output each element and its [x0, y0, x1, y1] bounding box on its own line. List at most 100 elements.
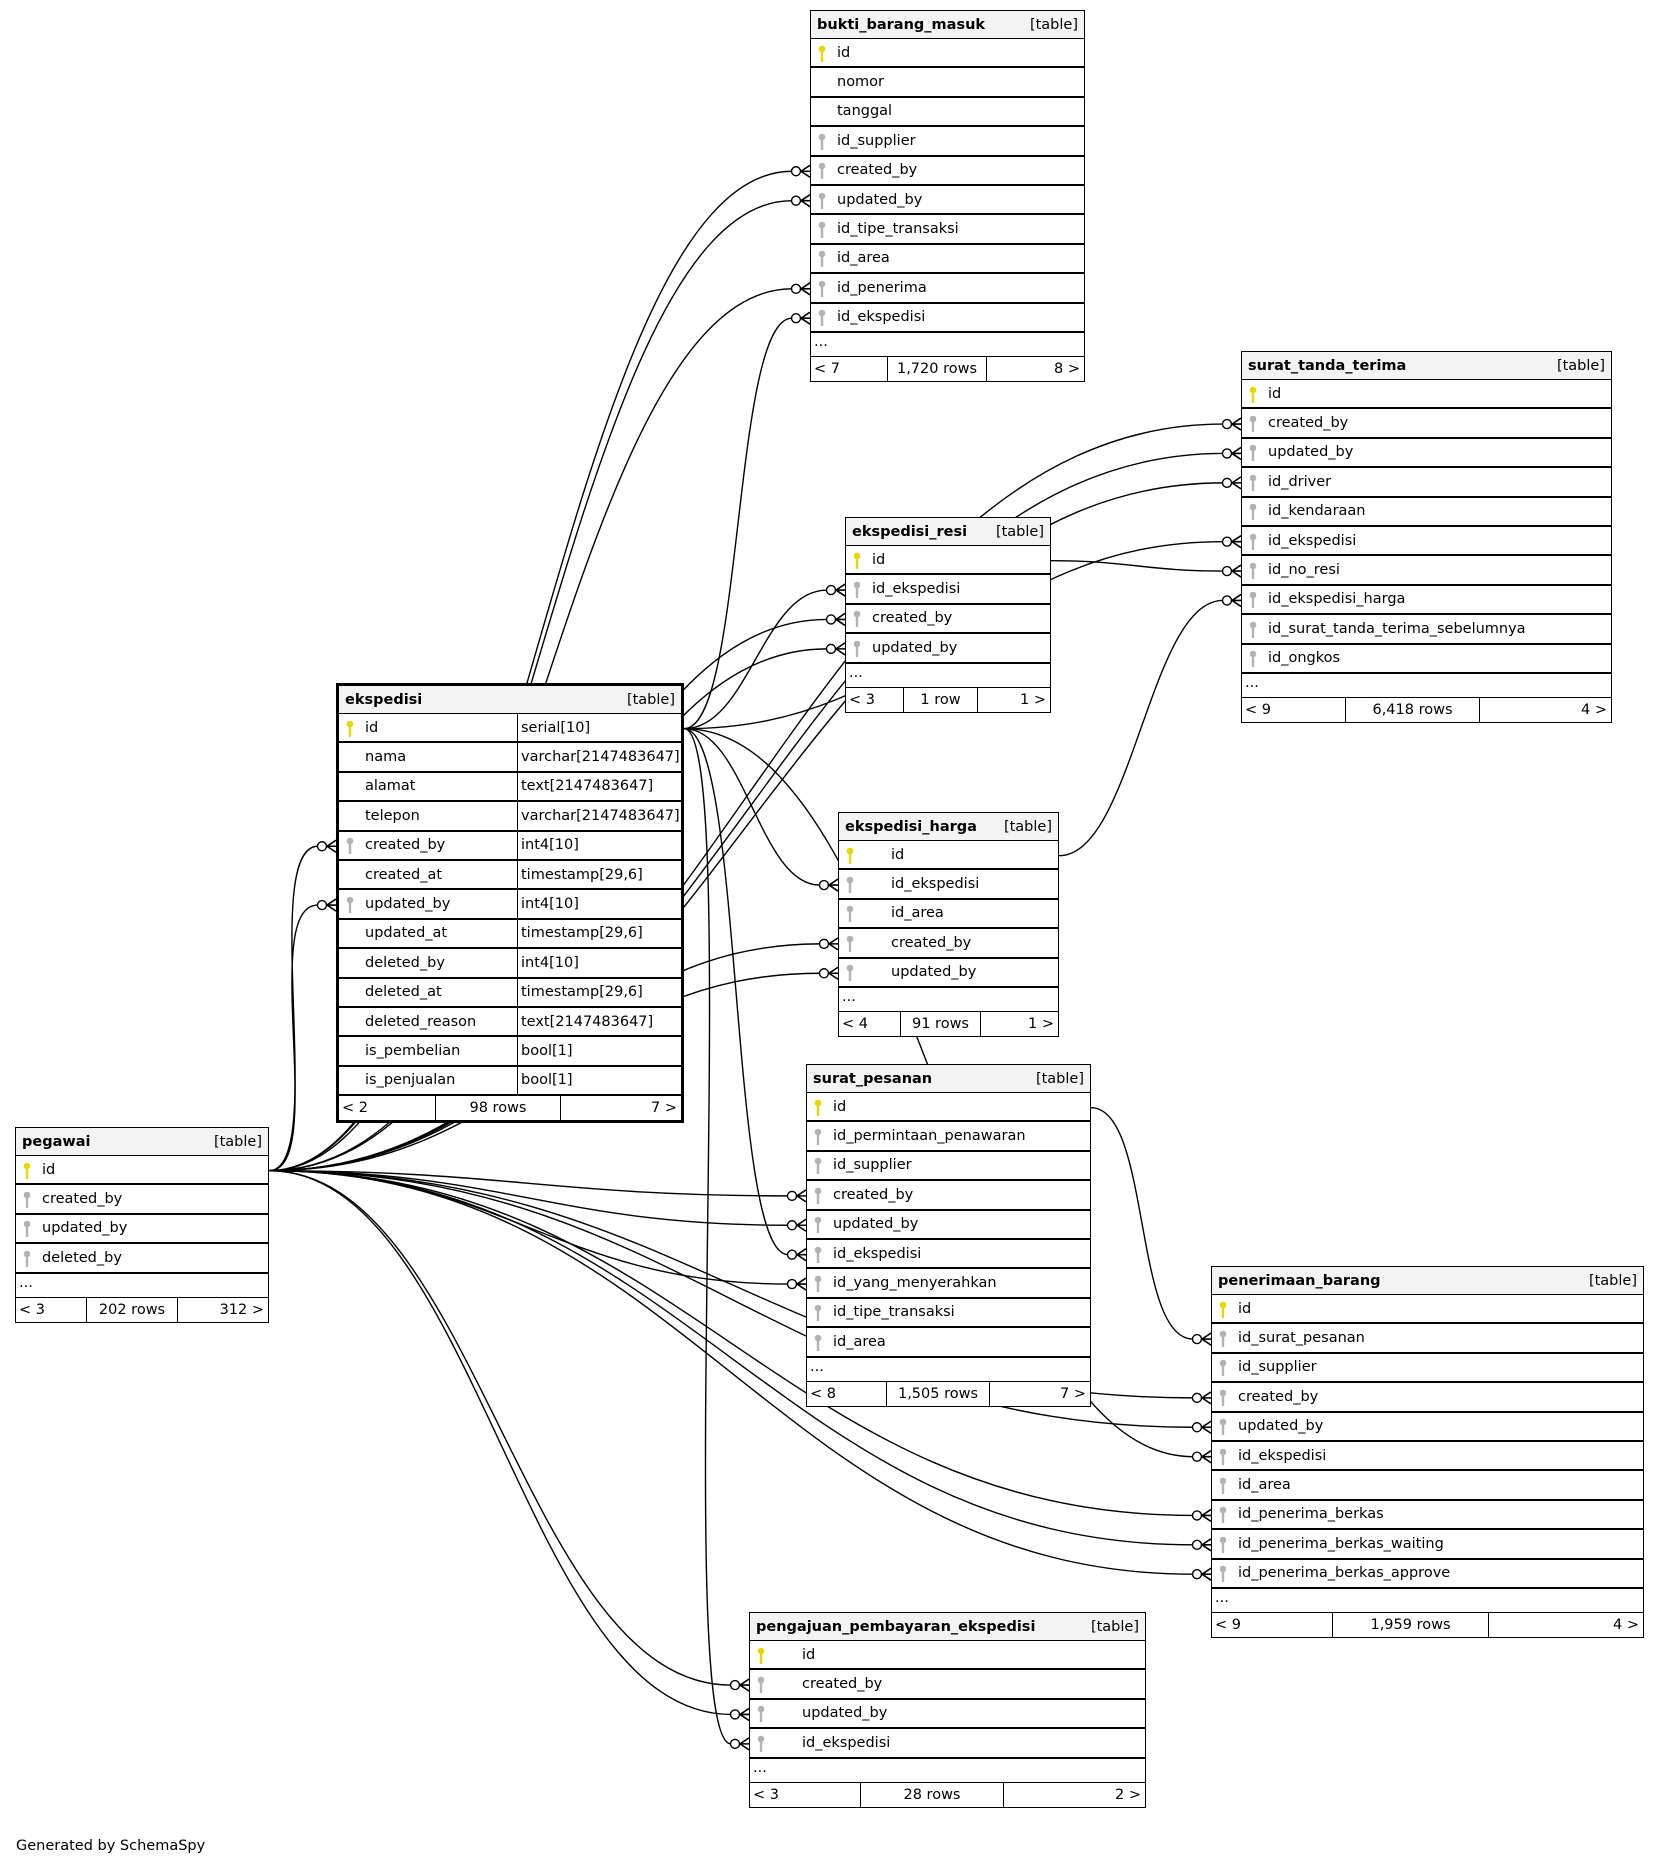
parent-count[interactable]: < 9 [1212, 1612, 1333, 1637]
column-row[interactable]: updated_by [1212, 1413, 1643, 1442]
column-row[interactable]: updated_by [807, 1211, 1090, 1240]
column-row[interactable]: id [16, 1156, 268, 1186]
column-row[interactable]: id [750, 1641, 1145, 1671]
more-columns-indicator[interactable]: ... [846, 664, 1050, 688]
column-row[interactable]: created_by [811, 157, 1084, 186]
child-count[interactable]: 4 > [1581, 701, 1607, 718]
table-name[interactable]: surat_tanda_terima [1248, 357, 1407, 374]
table-name[interactable]: ekspedisi [345, 691, 423, 708]
parent-count[interactable]: < 3 [846, 687, 904, 712]
child-count[interactable]: 4 > [1613, 1616, 1639, 1633]
parent-count[interactable]: < 9 [1242, 697, 1346, 722]
more-columns-indicator[interactable]: ... [839, 988, 1058, 1012]
column-row[interactable]: id_area [811, 245, 1084, 275]
column-row[interactable]: id_ekspedisi [750, 1729, 1145, 1759]
column-row[interactable]: id [807, 1093, 1090, 1123]
table-name[interactable]: ekspedisi_resi [852, 523, 968, 540]
column-row[interactable]: id_area [839, 900, 1058, 930]
table-name[interactable]: surat_pesanan [813, 1070, 933, 1087]
column-row[interactable]: id_ekspedisi [839, 870, 1058, 900]
more-columns-indicator[interactable]: ... [1212, 1589, 1643, 1613]
child-count[interactable]: 7 > [1060, 1385, 1086, 1402]
column-row[interactable]: id [846, 546, 1050, 576]
parent-count[interactable]: < 7 [811, 356, 888, 381]
column-row[interactable]: tanggal [811, 98, 1084, 128]
parent-count[interactable]: < 4 [839, 1011, 901, 1036]
more-columns-indicator[interactable]: ... [807, 1358, 1090, 1382]
column-row[interactable]: nomor [811, 68, 1084, 98]
column-row[interactable]: id_yang_menyerahkan [807, 1269, 1090, 1299]
column-row[interactable]: updated_by [750, 1700, 1145, 1730]
column-row[interactable]: id_penerima_berkas [1212, 1501, 1643, 1531]
parent-count[interactable]: < 8 [807, 1381, 887, 1406]
column-row[interactable]: id_tipe_transaksi [807, 1299, 1090, 1329]
column-row[interactable]: id_ekspedisi [846, 575, 1050, 605]
column-row[interactable]: id_surat_pesanan [1212, 1324, 1643, 1354]
child-count[interactable]: 7 > [651, 1100, 677, 1117]
column-row[interactable]: created_by [1212, 1383, 1643, 1413]
child-count[interactable]: 1 > [1020, 691, 1046, 708]
column-row[interactable]: id_penerima_berkas_waiting [1212, 1530, 1643, 1560]
column-row[interactable]: updated_by [839, 959, 1058, 988]
table-name[interactable]: penerimaan_barang [1218, 1272, 1381, 1289]
table-header[interactable]: penerimaan_barang[table] [1212, 1267, 1643, 1295]
column-row[interactable]: id_penerima [811, 274, 1084, 304]
parent-count[interactable]: < 2 [339, 1096, 436, 1121]
table-header[interactable]: pengajuan_pembayaran_ekspedisi[table] [750, 1613, 1145, 1641]
table-header[interactable]: ekspedisi[table] [339, 686, 681, 714]
column-row[interactable]: id_ekspedisi [811, 304, 1084, 333]
table-header[interactable]: bukti_barang_masuk[table] [811, 11, 1084, 39]
child-count[interactable]: 312 > [219, 1301, 264, 1318]
column-row[interactable]: id_ongkos [1242, 645, 1611, 674]
column-row[interactable]: updated_by [16, 1215, 268, 1245]
column-row[interactable]: id [811, 39, 1084, 69]
child-count[interactable]: 1 > [1028, 1015, 1054, 1032]
column-row[interactable]: id_no_resi [1242, 556, 1611, 586]
column-row[interactable]: created_by [846, 605, 1050, 635]
more-columns-indicator[interactable]: ... [1242, 674, 1611, 698]
table-header[interactable]: surat_pesanan[table] [807, 1065, 1090, 1093]
column-row[interactable]: id_kendaraan [1242, 498, 1611, 527]
column-row[interactable]: id_area [1212, 1471, 1643, 1501]
column-row[interactable]: updated_by [1242, 439, 1611, 469]
table-header[interactable]: pegawai[table] [16, 1128, 268, 1156]
table-name[interactable]: pegawai [22, 1133, 91, 1150]
column-row[interactable]: id_penerima_berkas_approve [1212, 1560, 1643, 1589]
column-row[interactable]: id_ekspedisi [807, 1240, 1090, 1270]
table-name[interactable]: bukti_barang_masuk [817, 16, 986, 33]
column-row[interactable]: created_by [750, 1670, 1145, 1700]
column-row[interactable]: deleted_by [16, 1244, 268, 1274]
parent-count[interactable]: < 3 [16, 1297, 87, 1322]
column-row[interactable]: created_by [16, 1185, 268, 1215]
table-name[interactable]: ekspedisi_harga [845, 818, 977, 835]
column-row[interactable]: id [1242, 380, 1611, 410]
table-header[interactable]: ekspedisi_resi[table] [846, 518, 1050, 546]
column-row[interactable]: id_permintaan_penawaran [807, 1122, 1090, 1152]
column-row[interactable]: id_supplier [1212, 1354, 1643, 1384]
table-header[interactable]: surat_tanda_terima[table] [1242, 352, 1611, 380]
column-row[interactable]: id_tipe_transaksi [811, 215, 1084, 245]
child-count[interactable]: 8 > [1054, 360, 1080, 377]
column-row[interactable]: id_supplier [811, 127, 1084, 157]
column-row[interactable]: created_by [1242, 409, 1611, 439]
child-count[interactable]: 2 > [1115, 1786, 1141, 1803]
